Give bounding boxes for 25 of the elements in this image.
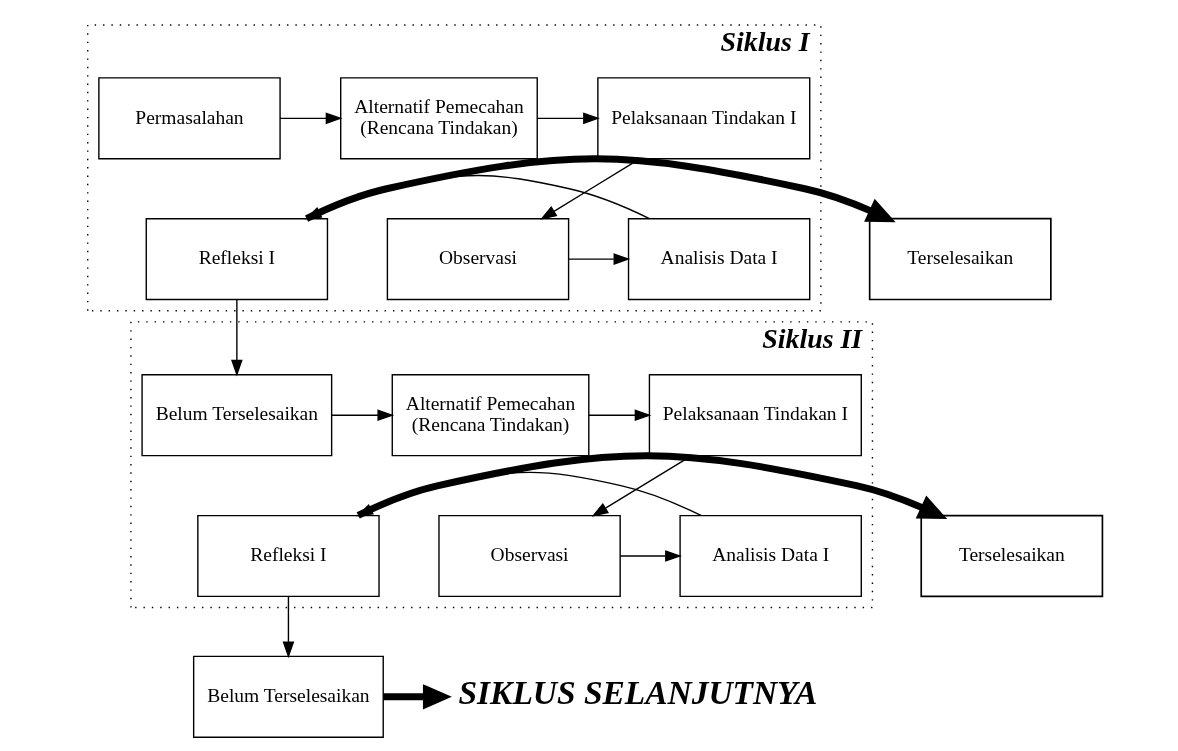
arrow: [567, 253, 630, 265]
node-box: Permasalahan: [97, 77, 281, 160]
arrow: [278, 112, 342, 125]
arrow: [282, 595, 294, 659]
arrow: [619, 550, 682, 562]
node-text: SIKLUS SELANJUTNYA: [457, 674, 817, 712]
node-box: Refleksi I: [196, 514, 380, 598]
node-box: Observasi: [386, 218, 569, 301]
arrow: [330, 409, 394, 422]
node-box: Analisis Data I: [627, 218, 810, 301]
node-box: Pelaksanaan Tindakan I: [648, 374, 862, 457]
node-box: Alternatif Pemecahan (Rencana Tindakan): [391, 374, 589, 457]
arrow: [536, 112, 600, 125]
node-box: Terselesaikan: [919, 514, 1103, 598]
arrow: [382, 684, 452, 710]
arrow: [230, 298, 243, 377]
node-box: Observasi: [437, 514, 621, 598]
arrow: [587, 409, 651, 422]
node-box: Alternatif Pemecahan (Rencana Tindakan): [339, 77, 538, 160]
node-box: Belum Terselesaikan: [192, 655, 384, 738]
node-box: Refleksi I: [145, 218, 328, 301]
node-box: Analisis Data I: [678, 514, 862, 598]
node-box: Belum Terselesaikan: [140, 374, 332, 457]
node-box: Terselesaikan: [868, 217, 1052, 301]
node-box: Pelaksanaan Tindakan I: [596, 77, 810, 160]
